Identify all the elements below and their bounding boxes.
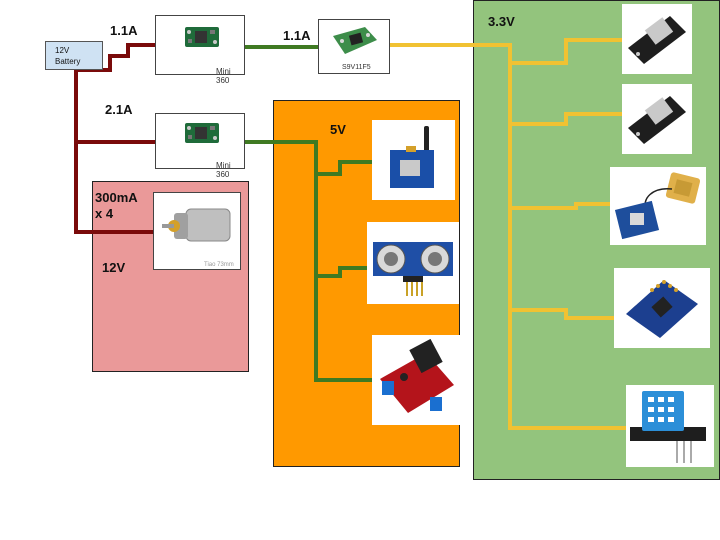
voltage-regulator-icon: [330, 24, 380, 60]
battery-label-line1: 12V: [55, 46, 69, 55]
regulator-caption: S9V11F5: [342, 64, 371, 71]
gsm-module: [372, 120, 455, 200]
imu-module-icon: [622, 274, 702, 342]
regulator-caption: Mini 360: [216, 67, 244, 85]
ultrasonic-sensor-icon: [371, 238, 455, 298]
wire-5v-to-ultrasonic: [316, 268, 372, 276]
wire-3v3-to-gps: [510, 204, 612, 208]
battery-label-line2: Battery: [55, 57, 80, 66]
buck-converter-icon: [184, 24, 220, 50]
ultrasonic-sensor: [367, 222, 459, 304]
dht11-sensor-icon: [628, 387, 712, 465]
gps-module-icon: [612, 169, 704, 243]
wire-5v-to-gsm: [316, 162, 372, 174]
motor-current-line1: 300mA: [95, 190, 138, 205]
regulator-mini360-2: Mini 360: [155, 113, 245, 169]
wire-12v-trunk: [76, 70, 156, 232]
current-label-reg1: 1.1A: [110, 23, 137, 38]
zone-3v3-voltage: 3.3V: [488, 14, 515, 29]
current-label-reg2: 1.1A: [283, 28, 310, 43]
buck-converter-icon: [184, 120, 220, 146]
zone-12v-voltage: 12V: [102, 260, 125, 275]
esp32-board-icon: [624, 90, 690, 150]
regulator-caption: Mini 360: [216, 161, 244, 179]
motor-driver-icon: [374, 339, 460, 421]
wire-3v3-to-esp32-1: [510, 40, 623, 63]
regulator-s9v11f5: S9V11F5: [318, 19, 390, 74]
dht11-sensor: [626, 385, 714, 467]
motor-caption: Tiao 73mm: [204, 262, 234, 268]
esp32-board-2: [622, 84, 692, 154]
dc-motor: Tiao 73mm: [153, 192, 241, 270]
regulator-mini360-1: Mini 360: [155, 15, 245, 75]
dc-motor-icon: [160, 203, 234, 253]
imu-module: [614, 268, 710, 348]
battery: 12V Battery: [45, 41, 103, 70]
wire-reg3-to-5v-bus: [244, 142, 372, 380]
current-label-reg3: 2.1A: [105, 102, 132, 117]
gsm-module-icon: [384, 124, 444, 194]
wire-3v3-to-esp32-2: [510, 114, 623, 124]
zone-5v-voltage: 5V: [330, 122, 346, 137]
esp32-board-icon: [624, 10, 690, 70]
wire-3v3-to-imu: [510, 310, 614, 318]
motor-driver: [372, 335, 462, 425]
motor-current-line2: x 4: [95, 206, 113, 221]
gps-module: [610, 167, 706, 245]
esp32-board-1: [622, 4, 692, 74]
